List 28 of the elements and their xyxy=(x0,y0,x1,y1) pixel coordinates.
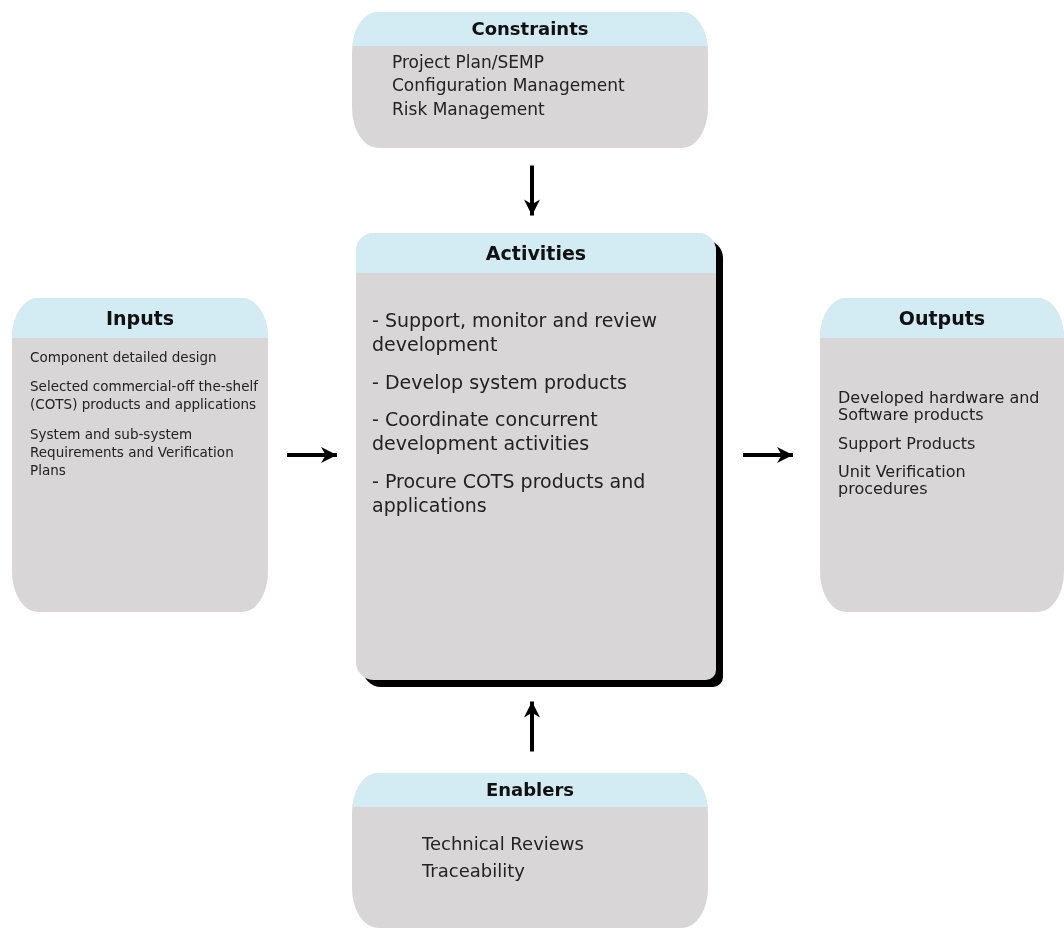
list-item: Traceability xyxy=(422,859,526,882)
list-item: Unit Verification procedures xyxy=(838,464,967,498)
process-box xyxy=(12,298,268,612)
arrow xyxy=(287,447,337,463)
box-heading: Activities xyxy=(485,242,587,265)
list-item: - Support, monitor and review development xyxy=(372,309,659,357)
process-box xyxy=(820,298,1064,612)
arrow xyxy=(524,165,540,216)
list-item: Selected commercial-off the-shelf (COTS) products and applications xyxy=(30,377,260,414)
list-item: Technical Reviews xyxy=(422,833,585,856)
list-item: Support Products xyxy=(838,435,977,453)
list-item: - Develop system products xyxy=(372,370,628,395)
box-heading: Enablers xyxy=(485,779,575,801)
box-heading: Constraints xyxy=(471,18,589,40)
list-item: Risk Management xyxy=(392,98,546,120)
list-item: Component detailed design xyxy=(30,348,218,367)
list-item: Developed hardware and Software products xyxy=(838,390,1041,424)
box-heading: Inputs xyxy=(105,307,175,330)
arrow xyxy=(743,447,793,463)
list-item: Configuration Management xyxy=(392,75,626,96)
list-item: - Procure COTS products and applications xyxy=(372,469,647,518)
list-item: System and sub-system Requirements and Verification Plans xyxy=(30,424,235,480)
arrow xyxy=(524,701,540,752)
list-item: - Coordinate concurrent development activities xyxy=(372,408,599,456)
process-box xyxy=(352,12,708,148)
process-box xyxy=(352,773,708,928)
list-item: Project Plan/SEMP xyxy=(392,52,545,73)
box-heading: Outputs xyxy=(898,307,986,330)
